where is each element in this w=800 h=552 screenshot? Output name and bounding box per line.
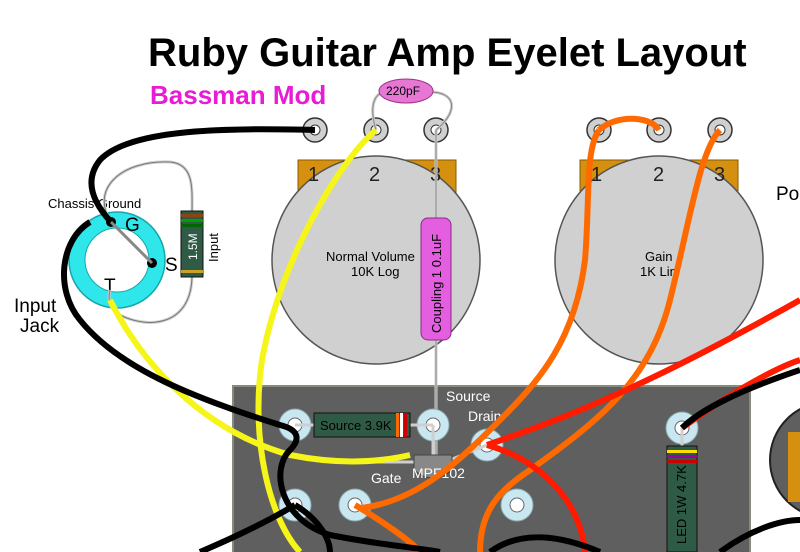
resistor-label: Input (206, 233, 221, 262)
subtitle-bassman-mod: Bassman Mod (150, 80, 326, 110)
jack-ground-letter: G (125, 215, 140, 236)
pot-value: 10K Log (351, 264, 399, 279)
pot-body (554, 155, 764, 365)
pot-pin-2: 2 (653, 164, 664, 186)
wire-yellow-volume-wiper (255, 127, 378, 552)
resistor-value: LED 1W 4.7K (674, 465, 689, 544)
wire-orange-gain-1 (361, 128, 602, 511)
resistor-value: Source 3.9K (320, 418, 392, 433)
board-source-label: Source (446, 388, 491, 404)
coupling-capacitor-label: Coupling 1 0.1uF (429, 234, 444, 333)
input-resistor-1-5m: 1.5M Input (180, 210, 221, 278)
wire-yellow-tip (107, 298, 411, 465)
jack-sleeve-letter: S (165, 255, 178, 276)
pot-name: Gain (645, 249, 672, 264)
wire-black-ground (88, 126, 316, 225)
coupling-capacitor (420, 217, 452, 341)
wire-red-drain (486, 297, 800, 448)
pot-pin-3: 3 (714, 164, 725, 186)
input-jack: G S T (68, 211, 178, 309)
pot-pin-1: 1 (591, 164, 602, 186)
board-gate-label: Gate (371, 470, 402, 486)
wire-orange-gain-1b (596, 115, 662, 133)
resistor-body (180, 210, 204, 278)
gain-pot: 1 2 3 Gain 1K Lin (554, 155, 764, 365)
input-jack-label-line2: Jack (20, 316, 60, 337)
capacitor-220pf-label: 220pF (386, 84, 420, 98)
source-resistor-3-9k: Source 3.9K (313, 412, 411, 438)
pot-value: 1K Lin (640, 264, 677, 279)
input-jack-label-line1: Input (14, 296, 57, 317)
led-resistor-4-7k: LED 1W 4.7K (666, 445, 698, 552)
wire-black-board-mid (293, 502, 333, 552)
wire-black-bottom-right (718, 517, 800, 552)
board-drain-label: Drain (468, 408, 501, 424)
wire-black-jack-loop (61, 219, 441, 552)
pot-pin-2: 2 (369, 164, 380, 186)
partial-tab-right (788, 432, 800, 502)
resistor-body (313, 412, 411, 438)
pot-pin-1: 1 (308, 164, 319, 186)
wire-black-led (679, 367, 800, 431)
wire-black-board-left (198, 502, 297, 552)
capacitor-220pf (378, 78, 434, 104)
wire-orange-gain-3 (477, 127, 723, 552)
wire-black-board-right (488, 534, 602, 552)
pot-name: Normal Volume (326, 249, 415, 264)
resistor-value: 1.5M (186, 233, 200, 260)
resistor-body (666, 445, 698, 552)
jack-tip-letter: T (104, 276, 116, 297)
wire-red-board (486, 442, 588, 552)
page-title: Ruby Guitar Amp Eyelet Layout (148, 31, 747, 75)
right-edge-label: Po (776, 184, 799, 205)
jack-center (84, 227, 150, 293)
